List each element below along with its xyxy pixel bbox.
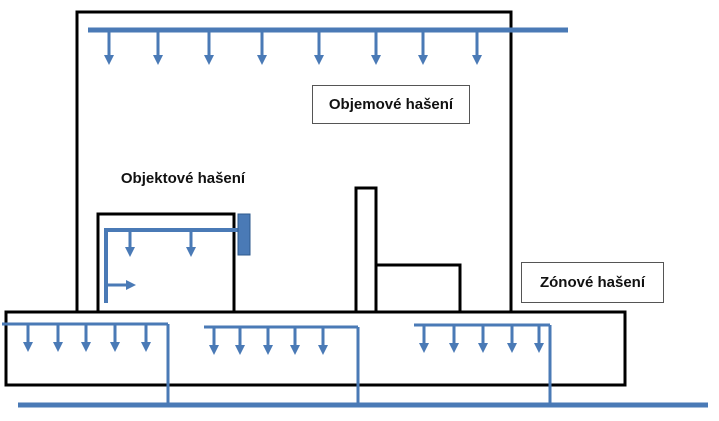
object-pipe (104, 228, 243, 303)
zone-3-nozzles (419, 325, 544, 353)
zone-2-nozzles (209, 327, 328, 355)
volume-nozzles (104, 30, 482, 65)
object-pipe-valve (237, 213, 251, 256)
volume-suppression-label: Objemové hašení (312, 85, 470, 124)
zone-1-nozzles (23, 324, 151, 352)
zone-suppression-label: Zónové hašení (521, 262, 664, 303)
chair-back (354, 186, 378, 314)
protected-object (96, 212, 236, 314)
object-suppression-label: Objektové hašení (100, 159, 266, 198)
chair-seat (374, 263, 462, 314)
object-nozzles (106, 230, 196, 290)
zone-pipe-2 (204, 325, 360, 405)
